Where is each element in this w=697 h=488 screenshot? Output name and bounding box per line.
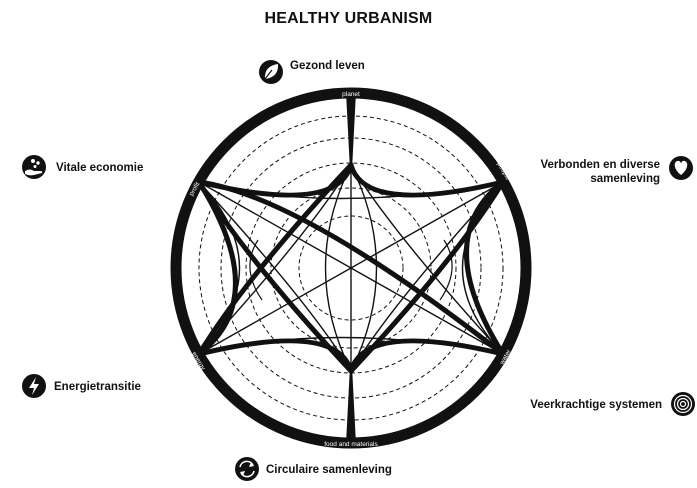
guide-circle-1 [298, 215, 404, 321]
category-label-circulair: Circulaire samenleving [266, 464, 392, 476]
diagram-title: HEALTHY URBANISM [264, 10, 433, 27]
category-circulair: Circulaire samenleving [235, 457, 392, 481]
leaf-icon [259, 60, 283, 84]
hand-coins-icon [22, 155, 46, 179]
category-energie: Energietransitie [22, 374, 141, 398]
outer-arcs [249, 239, 453, 301]
lightning-icon [22, 374, 46, 398]
category-veerkracht: Veerkrachtige systemen [530, 392, 695, 416]
category-label-energie: Energietransitie [54, 381, 141, 393]
heart-icon [669, 156, 693, 180]
category-label-verbonden-line1: Verbonden en diverse [540, 159, 660, 171]
ring-label-food: food and materials [324, 441, 378, 448]
recycle-icon [235, 457, 259, 481]
thin-curves [198, 92, 504, 444]
category-verbonden: Verbonden en diverse samenleving [540, 156, 693, 185]
category-gezond-leven: Gezond leven [259, 60, 365, 84]
category-label-gezond: Gezond leven [290, 60, 365, 72]
category-label-vitaal: Vitale economie [56, 162, 143, 174]
thick-curves [196, 162, 506, 374]
ring-label-planet: planet [342, 91, 360, 98]
category-label-verbonden-line2: samenleving [590, 173, 660, 185]
spiral-icon [671, 392, 695, 416]
guide-circle-2 [270, 187, 432, 349]
category-vitaal: Vitale economie [22, 155, 143, 179]
category-label-veerkracht: Veerkrachtige systemen [530, 399, 662, 411]
